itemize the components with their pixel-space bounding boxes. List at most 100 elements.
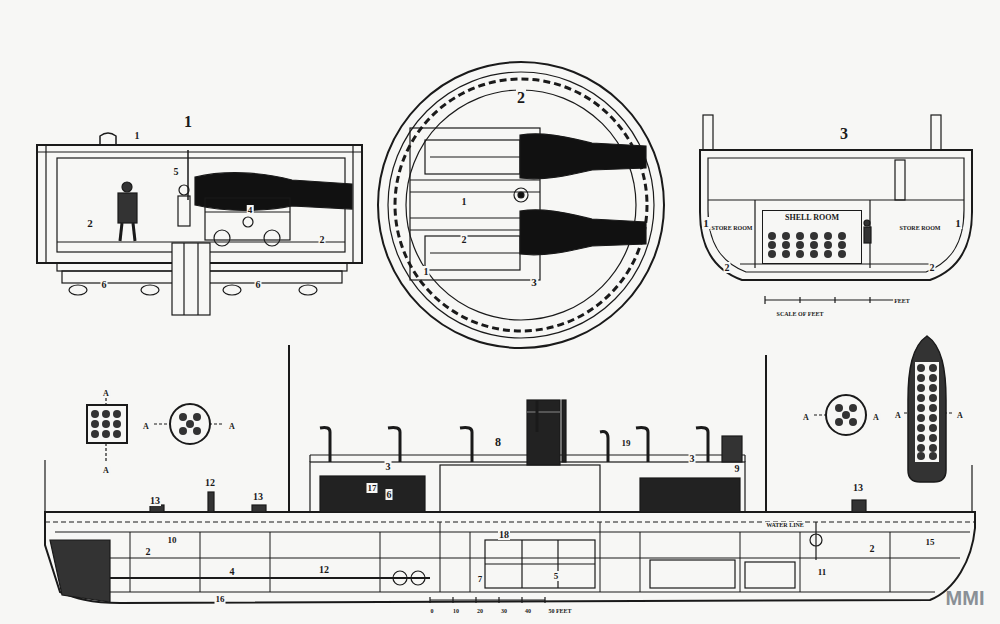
ship-profile-part-part [640, 532, 641, 592]
ship-profile-part [44, 460, 45, 512]
turret-plan [378, 62, 664, 348]
callout-number: 1 [702, 217, 710, 229]
callout-number: 1 [423, 266, 430, 277]
label-holder: 13 [252, 487, 264, 503]
shell-details-part [170, 404, 210, 444]
label-holder: 2 [516, 90, 526, 106]
ship-profile-part [150, 505, 164, 512]
shell-details-part-part [929, 374, 937, 382]
shell-details-part-part [179, 413, 187, 421]
shell-details-part-part [91, 410, 99, 418]
ship-profile-part [309, 455, 310, 462]
turret-plan-part [378, 62, 664, 348]
scale-text: WATER LINE [765, 522, 805, 528]
ship-profile-part [527, 400, 560, 465]
callout-number: 2 [86, 217, 94, 229]
shell-stack-part [838, 241, 846, 249]
scale-text: SCALE OF FEET [776, 311, 825, 317]
label-holder: 3 [839, 126, 849, 142]
callout-number: A [102, 466, 110, 475]
label-holder: 2 [461, 230, 468, 246]
ship-profile-part [852, 500, 866, 512]
label-holder: SCALE OF FEET [776, 303, 825, 319]
callout-number: 17 [367, 483, 378, 493]
turret-plan-part [520, 210, 646, 255]
ship-profile-part [650, 560, 735, 588]
turret-section-part [118, 193, 137, 223]
hull-section-part [869, 297, 870, 303]
callout-number: 15 [925, 537, 936, 547]
label-holder: 1 [134, 126, 141, 142]
turret-section-part [37, 151, 362, 152]
scale-text: 10 [452, 608, 460, 614]
callout-number: 1 [134, 130, 141, 141]
ship-profile-part [765, 355, 767, 512]
shell-stack-part [768, 241, 776, 249]
ship-profile-part [544, 597, 545, 603]
ship-profile-part [310, 462, 745, 512]
label-holder: 10 [452, 600, 460, 616]
turret-plan-part [518, 192, 524, 198]
callout-number: 18 [498, 529, 510, 540]
scale-text: 20 [476, 608, 484, 614]
shell-details-part-part [929, 364, 937, 372]
shell-stack-part [796, 250, 804, 258]
label-holder: MMI [945, 588, 986, 608]
ship-profile-part [722, 436, 742, 462]
ship-profile-part-part [470, 532, 471, 592]
label-holder: 12 [204, 473, 216, 489]
hull-section-part [754, 200, 755, 268]
hull-section-part [764, 296, 765, 304]
shell-stack-part [838, 232, 846, 240]
callout-number: 2 [724, 262, 731, 273]
shell-stack-part [824, 250, 832, 258]
shell-details-part-part [113, 420, 121, 428]
shell-stack-part [782, 241, 790, 249]
shell-details-part-part [917, 384, 925, 392]
ship-profile-part [50, 540, 110, 602]
shell-details-part-part [917, 414, 925, 422]
shell-stack-part [824, 232, 832, 240]
shell-details-part-part [179, 427, 187, 435]
label-holder: 10 [167, 530, 178, 546]
shell-details-part-part [91, 420, 99, 428]
ship-profile-part [452, 597, 453, 603]
turret-section [37, 133, 362, 315]
ship-profile-part-part [636, 428, 648, 463]
shell-details-part [91, 410, 121, 438]
shell-details-part-part [917, 434, 925, 442]
turret-section-part [178, 196, 190, 226]
shell-details-part-part [193, 413, 201, 421]
turret-section-part [100, 133, 116, 145]
hull-section-part [931, 115, 941, 150]
turret-plan-part [520, 134, 646, 179]
label-holder: 3 [385, 457, 392, 473]
hull-section-part [864, 227, 871, 243]
ship-profile-part [498, 597, 499, 603]
ship-profile-part [521, 540, 522, 588]
shell-stack-part [768, 232, 776, 240]
shell-details-part-part [915, 362, 939, 462]
shell-stack-part [810, 250, 818, 258]
label-holder: A [894, 405, 902, 421]
label-holder: 11 [817, 562, 828, 578]
shell-details-part-part [193, 427, 201, 435]
shell-stack-part [824, 241, 832, 249]
callout-number: 2 [461, 234, 468, 245]
callout-number: 1 [183, 113, 193, 130]
turret-section-part [120, 223, 122, 241]
callout-number: 19 [621, 438, 632, 448]
callout-number: 6 [386, 489, 393, 500]
label-holder: 20 [476, 600, 484, 616]
shell-details-part-part [113, 430, 121, 438]
shell-details-part [908, 336, 946, 482]
turret-section-part [69, 285, 87, 295]
ship-profile-part [430, 599, 545, 600]
shell-stack-part [782, 250, 790, 258]
label-holder: 0 [430, 600, 435, 616]
shell-details-part [835, 404, 857, 426]
label-holder: 1 [954, 214, 962, 230]
shell-stack-part [810, 241, 818, 249]
ship-profile-part [562, 400, 566, 462]
shell-details-part-part [929, 404, 937, 412]
